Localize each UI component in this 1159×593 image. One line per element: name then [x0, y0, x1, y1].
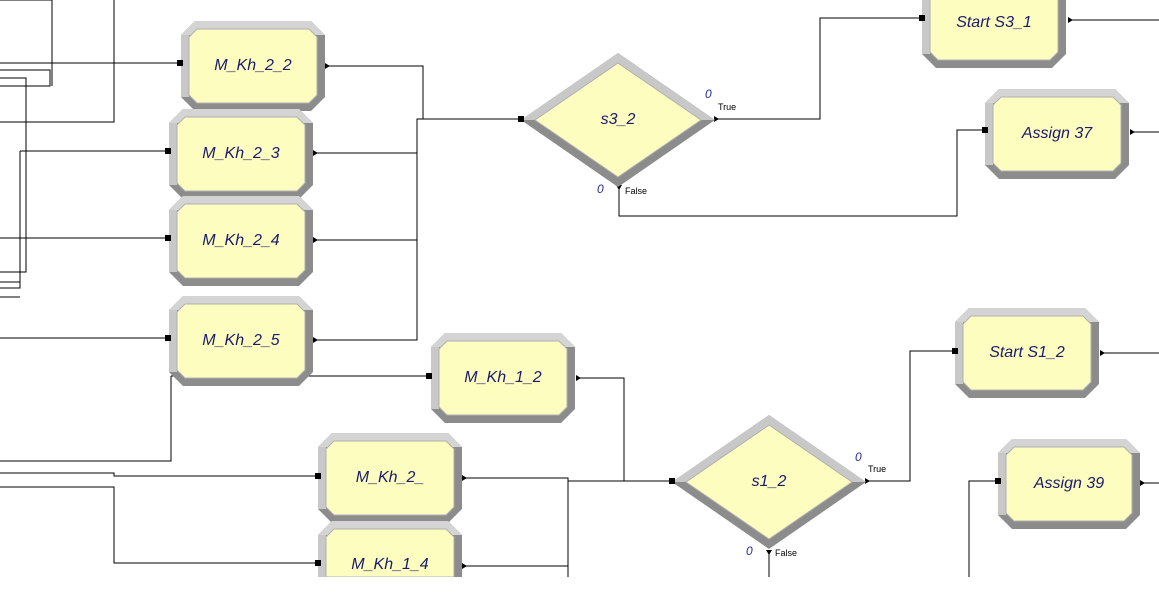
- module-m-kh-2-3[interactable]: M_Kh_2_3: [169, 109, 313, 199]
- port[interactable]: [177, 60, 183, 66]
- port[interactable]: [426, 373, 432, 379]
- module-start-s1-2[interactable]: Start S1_2: [955, 308, 1099, 398]
- module-label: Assign 39: [1033, 475, 1105, 492]
- module-shape: [431, 333, 575, 423]
- module-shape: [318, 433, 462, 523]
- true-branch-label: True: [868, 464, 887, 474]
- port[interactable]: [982, 127, 988, 133]
- module-label: M_Kh_2_3: [202, 145, 280, 162]
- false-counter: 0: [746, 544, 753, 558]
- true-branch-label: True: [718, 102, 737, 112]
- port[interactable]: [315, 560, 321, 566]
- module-label: M_Kh_2_5: [202, 332, 280, 349]
- module-m-kh-1-4[interactable]: M_Kh_1_4: [318, 521, 462, 577]
- false-branch-label: False: [625, 186, 648, 196]
- true-counter: 0: [705, 87, 712, 101]
- module-label: M_Kh_2_2: [214, 57, 292, 74]
- module-shape: [169, 196, 313, 286]
- module-shape: [318, 521, 462, 577]
- module-m-kh-2-4[interactable]: M_Kh_2_4: [169, 196, 313, 286]
- diamond-shape: [672, 415, 866, 549]
- module-shape: [169, 296, 313, 386]
- port[interactable]: [165, 148, 171, 154]
- module-label: Start S1_2: [989, 344, 1065, 361]
- module-label: M_Kh_2_: [355, 469, 425, 486]
- module-label: Start S3_1: [956, 14, 1032, 31]
- module-start-s3-1[interactable]: Start S3_1: [922, 0, 1066, 68]
- module-m-kh-2-5[interactable]: M_Kh_2_5: [169, 296, 313, 386]
- port[interactable]: [669, 478, 675, 484]
- decision-s3-2[interactable]: s3_2: [521, 53, 715, 187]
- port[interactable]: [315, 473, 321, 479]
- false-counter: 0: [597, 182, 604, 196]
- module-shape: [985, 89, 1129, 179]
- port[interactable]: [165, 235, 171, 241]
- module-assign-39[interactable]: Assign 39: [998, 439, 1140, 529]
- module-label: M_Kh_2_4: [202, 232, 280, 249]
- false-branch-label: False: [775, 548, 798, 558]
- diamond-shape: [521, 53, 715, 187]
- module-assign-37[interactable]: Assign 37: [985, 89, 1129, 179]
- module-m-kh-1-2[interactable]: M_Kh_1_2: [431, 333, 575, 423]
- module-shape: [181, 21, 325, 111]
- module-shape: [169, 109, 313, 199]
- port[interactable]: [518, 116, 524, 122]
- port[interactable]: [995, 478, 1001, 484]
- module-label: Assign 37: [1021, 125, 1093, 142]
- port[interactable]: [919, 15, 925, 21]
- module-shape: [998, 439, 1140, 529]
- module-shape: [955, 308, 1099, 398]
- true-counter: 0: [855, 450, 862, 464]
- module-m-kh-2-2[interactable]: M_Kh_2_2: [181, 21, 325, 111]
- port[interactable]: [952, 348, 958, 354]
- module-label: M_Kh_1_2: [464, 369, 542, 386]
- decision-s1-2[interactable]: s1_2: [672, 415, 866, 549]
- decision-label: s1_2: [751, 473, 787, 490]
- port[interactable]: [165, 335, 171, 341]
- module-label: M_Kh_1_4: [351, 556, 429, 573]
- module-shape: [922, 0, 1066, 68]
- decision-label: s3_2: [600, 111, 636, 128]
- module-m-kh-2[interactable]: M_Kh_2_: [318, 433, 462, 523]
